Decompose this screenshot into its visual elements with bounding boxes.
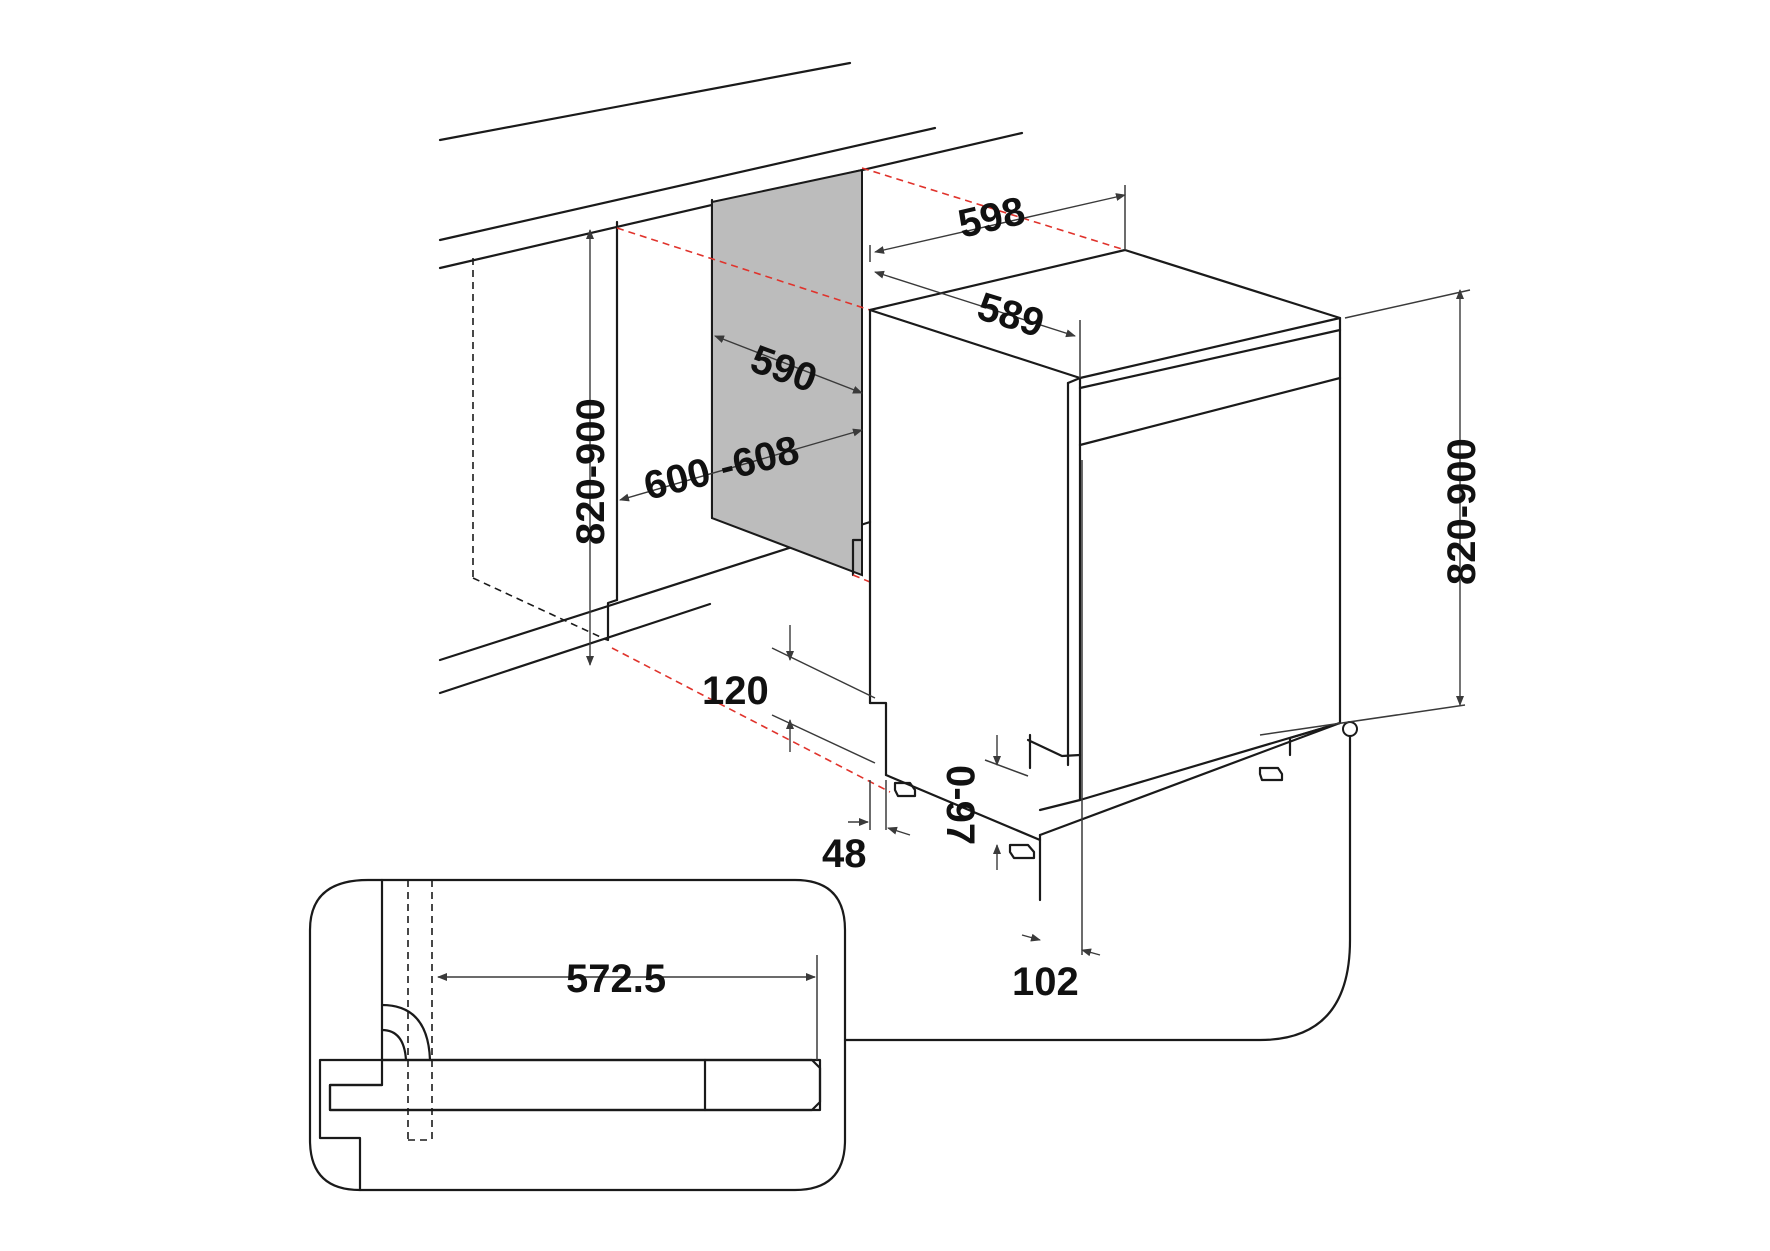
dishwasher xyxy=(868,248,1358,902)
rear-foot xyxy=(893,781,917,798)
label-102: 102 xyxy=(1012,960,1079,1004)
detail-inset xyxy=(308,734,1352,1192)
detail-callout-marker xyxy=(1342,721,1358,737)
label-48: 48 xyxy=(822,832,867,876)
label-120: 120 xyxy=(702,669,769,713)
kitchen-niche xyxy=(438,61,1024,695)
label-820-900-left: 820-900 xyxy=(569,398,613,545)
dimension-labels: 598 589 590 600 -608 820-900 820-900 120… xyxy=(566,189,1484,1004)
label-572-5: 572.5 xyxy=(566,957,666,1001)
label-589: 589 xyxy=(972,285,1049,347)
label-598: 598 xyxy=(954,189,1029,247)
dimension-lines xyxy=(586,185,1471,957)
label-0-97: 0-97 xyxy=(938,765,982,845)
front-foot xyxy=(1008,843,1036,860)
side-foot xyxy=(1258,766,1284,782)
label-820-900-right: 820-900 xyxy=(1440,438,1484,585)
